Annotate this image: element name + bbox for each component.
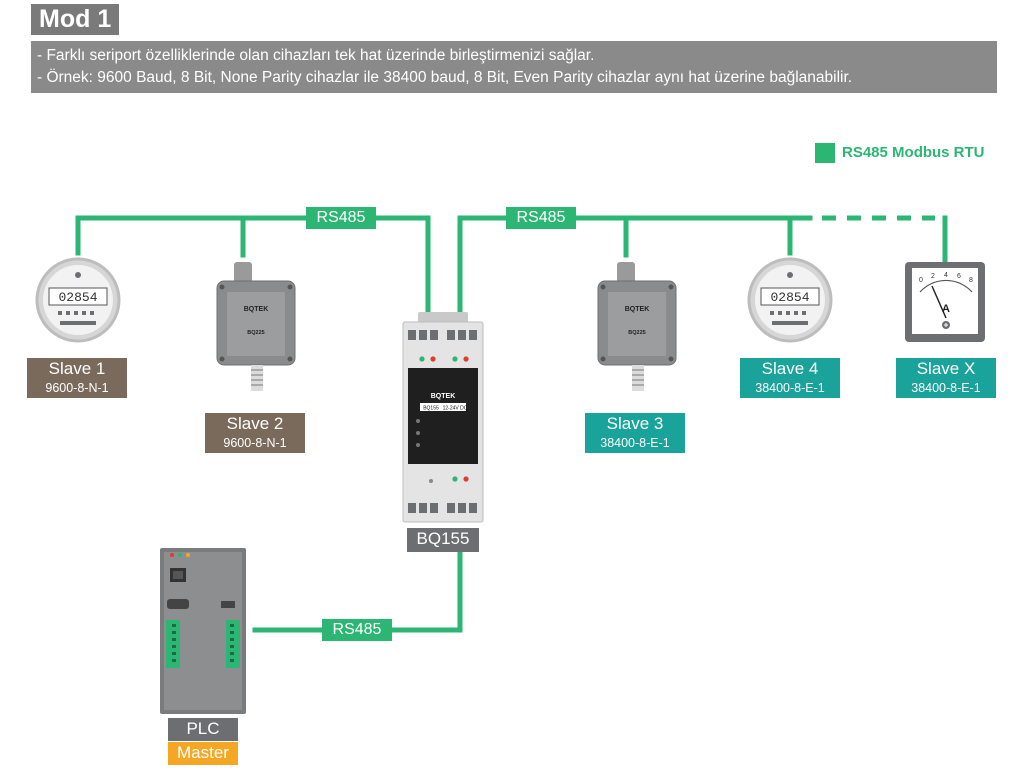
description-box: - Farklı seriport özelliklerinde olan ci… — [31, 41, 997, 93]
master-role: Master — [177, 743, 229, 762]
scale-8: 8 — [969, 277, 973, 284]
slave-4-name: Slave 4 — [761, 359, 819, 378]
sensor-icon: BQTEK BQ225 — [216, 262, 296, 391]
rs485-label-bottom: RS485 — [322, 619, 392, 641]
sensor-brand-2: BQTEK — [244, 306, 269, 313]
sensor-brand-3: BQTEK — [625, 306, 650, 313]
description-line-1: - Farklı seriport özelliklerinde olan ci… — [37, 47, 595, 64]
legend-swatch — [815, 143, 835, 163]
sensor-model-2: BQ225 — [247, 330, 264, 336]
slave-2-label: Slave 2 9600-8-N-1 — [205, 413, 305, 453]
energy-meter-icon: 02854 — [35, 257, 121, 343]
gateway-label: BQ155 — [407, 528, 479, 552]
page-title: Mod 1 — [31, 4, 120, 35]
master-label: Master — [168, 742, 238, 765]
rs485-bus-right — [457, 215, 813, 323]
description-line-2: - Örnek: 9600 Baud, 8 Bit, None Parity c… — [37, 69, 853, 86]
energy-meter-icon: 02854 — [747, 257, 833, 343]
slave-2-name: Slave 2 — [226, 414, 284, 433]
slave-x-name: Slave X — [916, 359, 976, 378]
meter-display-4: 02854 — [770, 290, 809, 305]
sensor-icon: BQTEK BQ225 — [597, 262, 677, 391]
slave-x-params: 38400-8-E-1 — [911, 381, 981, 395]
gateway-name: BQ155 — [416, 529, 470, 548]
slave-1-params: 9600-8-N-1 — [45, 381, 109, 395]
slave-2-params: 9600-8-N-1 — [223, 436, 287, 450]
rs485-bus-left — [75, 215, 431, 323]
slave-4-params: 38400-8-E-1 — [755, 381, 825, 395]
slave-1-label: Slave 1 9600-8-N-1 — [27, 358, 127, 398]
rs485-label-left: RS485 — [306, 207, 376, 229]
gateway-supply: 12-24V DC — [443, 406, 468, 412]
slave-x-label: Slave X 38400-8-E-1 — [896, 358, 996, 398]
gateway-model: BQ155 — [423, 406, 439, 412]
slave-3-label: Slave 3 38400-8-E-1 — [585, 413, 685, 453]
slave-3-params: 38400-8-E-1 — [600, 436, 670, 450]
sensor-model-3: BQ225 — [628, 330, 645, 336]
legend-label: RS485 Modbus RTU — [842, 144, 985, 161]
scale-4: 4 — [944, 272, 948, 279]
ammeter-unit: A — [942, 303, 950, 315]
ammeter-icon: 0 2 4 6 8 A — [905, 262, 985, 342]
gateway-device-icon: BQTEK BQ155 12-24V DC — [402, 312, 484, 523]
plc-name: PLC — [186, 719, 220, 738]
scale-2: 2 — [931, 273, 935, 280]
rs485-label-right: RS485 — [506, 207, 576, 229]
gateway-brand: BQTEK — [431, 393, 456, 400]
plc-device-icon — [160, 548, 246, 714]
scale-0: 0 — [919, 277, 923, 284]
slave-4-label: Slave 4 38400-8-E-1 — [740, 358, 840, 398]
slave-3-name: Slave 3 — [606, 414, 664, 433]
slave-1-name: Slave 1 — [48, 359, 106, 378]
meter-display-1: 02854 — [58, 290, 97, 305]
scale-6: 6 — [957, 273, 961, 280]
plc-label: PLC — [168, 718, 238, 741]
